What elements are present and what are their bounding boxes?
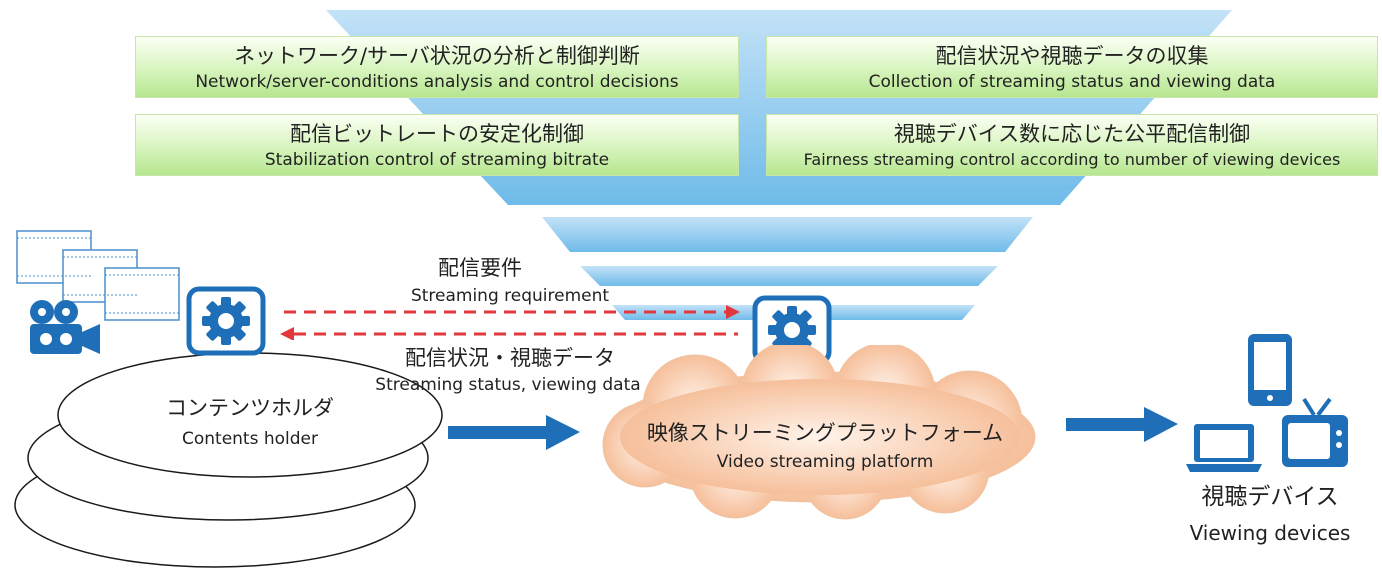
data-exchange-arrows (280, 305, 740, 340)
laptop-icon (1186, 424, 1262, 472)
contents-holder-stack (14, 352, 443, 568)
holder-jp: コンテンツホルダ (166, 396, 334, 420)
devices-en: Viewing devices (1189, 521, 1351, 545)
function-jp: 配信ビットレートの安定化制御 (290, 122, 584, 146)
funnel-band-1 (542, 217, 1033, 252)
video-camera-icon (30, 300, 100, 354)
funnel-band-2 (580, 266, 998, 286)
film-strip-icon (16, 230, 180, 321)
function-en: Network/server-conditions analysis and c… (195, 72, 679, 92)
function-box-fairness: 視聴デバイス数に応じた公平配信制御 Fairness streaming con… (766, 114, 1378, 176)
holder-en: Contents holder (181, 429, 318, 449)
status-jp: 配信状況・視聴データ (405, 346, 615, 370)
requirement-en: Streaming requirement (410, 286, 610, 306)
status-en: Streaming status, viewing data (375, 375, 641, 395)
flow-arrow-platform-to-devices (1066, 407, 1178, 442)
streaming-platform-cloud (602, 345, 1036, 520)
function-box-analysis: ネットワーク/サーバ状況の分析と制御判断 Network/server-cond… (135, 36, 739, 98)
gear-icon (186, 286, 266, 356)
function-en: Collection of streaming status and viewi… (868, 72, 1276, 92)
function-box-bitrate: 配信ビットレートの安定化制御 Stabilization control of … (135, 114, 739, 176)
flow-arrow-holder-to-platform (448, 415, 580, 450)
smartphone-icon (1248, 334, 1292, 406)
platform-en: Video streaming platform (716, 452, 934, 472)
function-jp: ネットワーク/サーバ状況の分析と制御判断 (234, 44, 640, 68)
platform-jp: 映像ストリーミングプラットフォーム (646, 421, 1004, 445)
function-jp: 配信状況や視聴データの収集 (935, 44, 1209, 68)
devices-jp: 視聴デバイス (1201, 484, 1339, 510)
function-en: Stabilization control of streaming bitra… (264, 150, 610, 170)
function-en: Fairness streaming control according to … (803, 150, 1341, 169)
function-jp: 視聴デバイス数に応じた公平配信制御 (893, 122, 1251, 146)
requirement-jp: 配信要件 (438, 256, 522, 280)
television-icon (1282, 397, 1348, 467)
function-box-collection: 配信状況や視聴データの収集 Collection of streaming st… (766, 36, 1378, 98)
